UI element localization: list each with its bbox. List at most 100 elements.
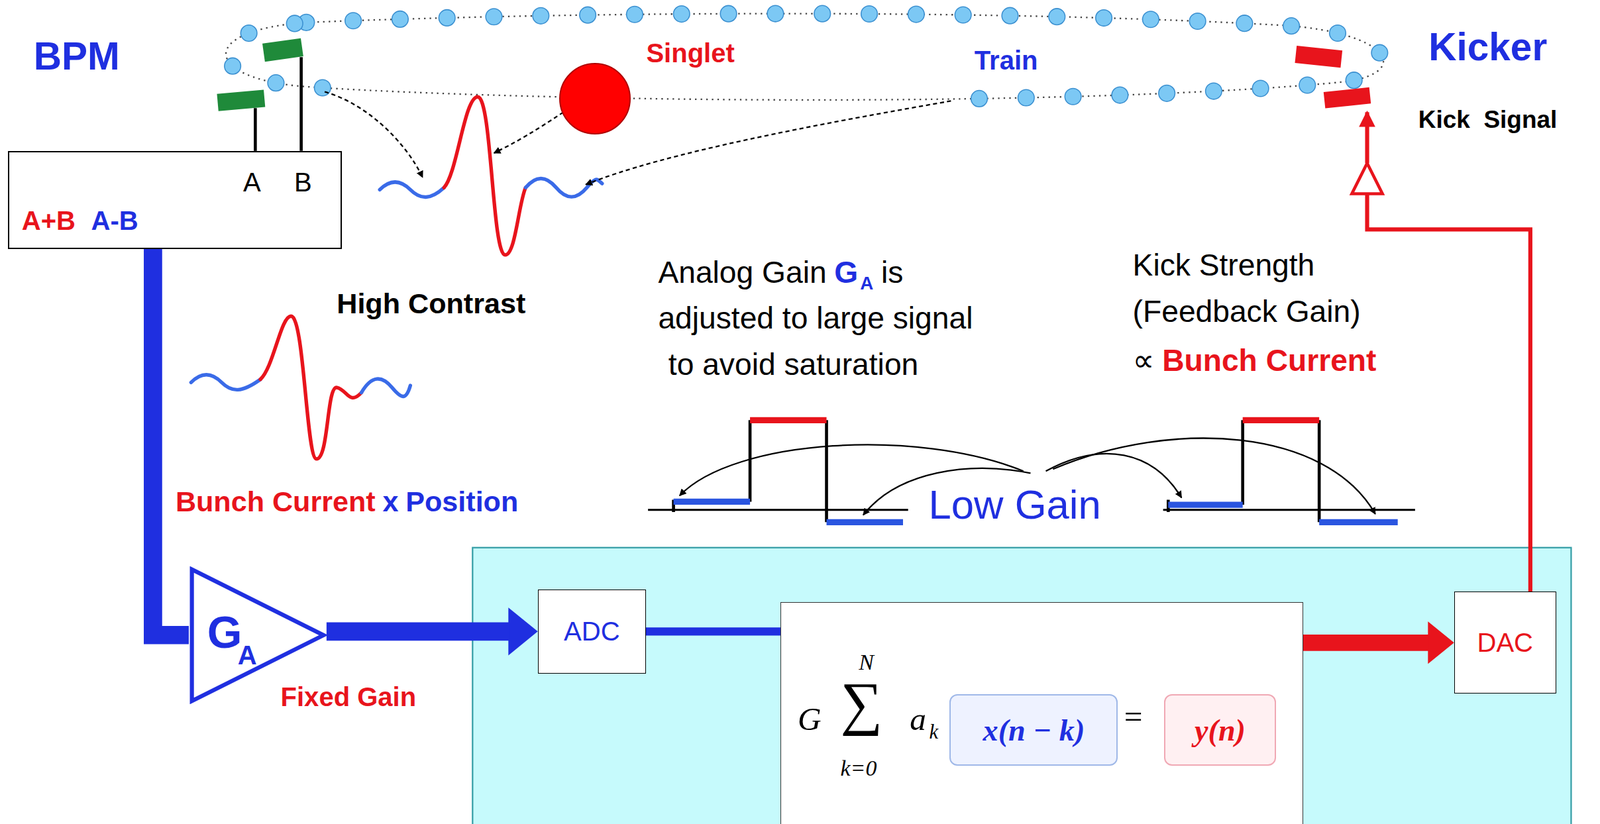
node-text: k=0 [840,755,878,782]
node-text: ∑ [840,669,884,739]
signal-connector [153,249,189,636]
label-row: High Contrast [336,287,526,321]
label-row: Kick Strength [1132,247,1316,283]
label-text: (Feedback Gain) [1132,294,1361,330]
label-text: Bunch Current [1162,343,1377,379]
input-sample-box: x(n − k) [949,694,1118,766]
bunch-dot [1345,72,1363,89]
label-row: Fixed Gain [280,681,417,713]
label-text: Kick Strength [1132,247,1316,283]
bunch-dot [1111,86,1129,104]
node-text: A+B [21,205,76,236]
bunch-dot [1017,89,1035,107]
node-text: G [797,700,822,739]
label-text: Bunch Current [175,485,376,519]
bunch-dot [1329,25,1347,42]
label-text: Kicker [1428,24,1547,69]
bunch-dot [767,5,784,22]
bunch-dot [1158,85,1176,103]
triangle-outline [192,569,324,701]
signal-waveform [190,316,411,460]
bunch-dot [1048,8,1066,26]
singlet-bunch: Singlet [559,62,631,135]
bunch-dot [908,5,925,23]
bunch-dot [861,5,878,23]
label-text: Kick Signal [1418,106,1557,135]
label-text: A [859,272,874,295]
bunch-dot [1283,17,1300,35]
bunch-dot [286,15,303,32]
label-row: Bunch CurrentxPosition [175,485,519,519]
bunch-dot [1001,7,1019,24]
label-row: Analog GainGAis [657,255,904,291]
label-row: adjusted to large signal [657,300,973,336]
bpm-box: ABA+BA-B [7,151,342,250]
label-text: Fixed Gain [280,681,417,713]
label-row: BPM [33,33,120,79]
label-text: x [382,485,399,519]
label-text: to avoid saturation [668,347,919,383]
label-row: to avoid saturation [668,347,919,383]
bunch-dot [971,90,988,108]
bunch-dot [720,5,737,22]
label-text: Position [405,485,519,519]
node-text: A [237,640,258,671]
node-text: x(n − k) [983,712,1086,748]
bunch-dot [485,8,503,26]
dac-box: DAC [1454,591,1557,694]
label-text: Analog Gain [657,255,827,291]
label-text: is [881,255,904,291]
bunch-dot [532,7,550,25]
bunch-dot [267,74,285,92]
filter-formula-box: GN∑k=0ak=x(n − k)y(n) [780,602,1304,824]
bunch-dot [438,9,456,27]
arrow-head [508,607,538,656]
node-text: G [207,606,243,659]
node-text: a [909,700,927,739]
bunch-dot [954,6,972,24]
bunch-dot [1299,76,1316,94]
label-row: (Feedback Gain) [1132,294,1361,330]
bunch-dot [1095,9,1113,27]
label-text: BPM [33,33,120,79]
bunch-dot [626,5,644,23]
bunch-dot [814,5,831,22]
bunch-dot [1252,80,1269,97]
bunch-dots [224,5,1388,107]
label-text: ∝ [1132,343,1155,379]
bunch-dot [1189,13,1206,30]
label-text: High Contrast [336,287,526,321]
label-row: Train [974,45,1039,76]
output-sample-box: y(n) [1164,694,1277,766]
label-text: adjusted to large signal [657,300,973,336]
node-text: y(n) [1194,712,1246,748]
arrow-head [1427,621,1454,664]
label-row: Kick Signal [1418,106,1557,135]
bunch-dot [1371,44,1388,61]
signal-connector [326,622,509,641]
bunch-dot [579,6,597,24]
node-text: B [294,166,313,198]
bunch-dot [1142,11,1160,28]
bpm-electrodes [216,38,303,152]
label-row: ∝Bunch Current [1132,343,1377,379]
label-row: Kicker [1428,24,1547,69]
label-text: G [834,255,858,291]
kicker-electrodes [1294,45,1371,109]
node-text: ADC [563,616,621,647]
controller-panel [472,547,1571,824]
node-text: DAC [1476,627,1534,658]
pickup-leaders [324,92,951,185]
node-text: Singlet [645,37,735,69]
node-text: = [1124,698,1143,737]
adc-box: ADC [537,589,646,674]
node-text: A [243,166,262,198]
bunch-dot [240,25,258,42]
label-text: Train [974,45,1039,76]
bunch-dot [673,5,690,23]
bunch-dot [392,11,409,28]
bunch-dot [1205,82,1223,100]
bunch-dot [1064,88,1082,105]
label-text: Low Gain [928,481,1102,529]
